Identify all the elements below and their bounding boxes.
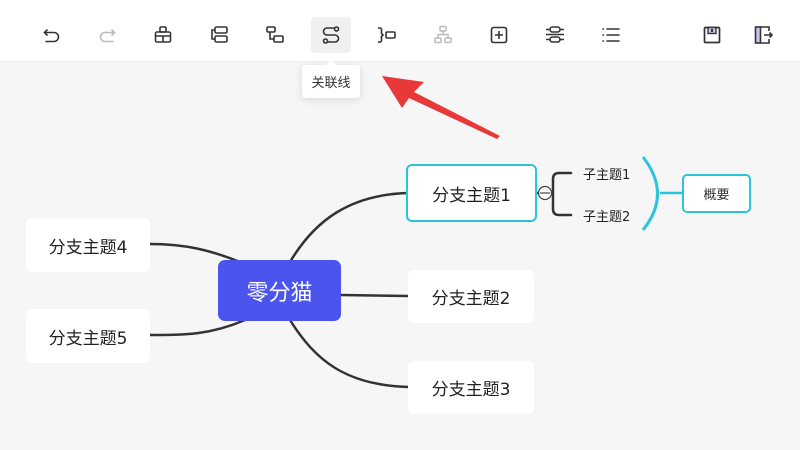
tooltip: 关联线: [302, 60, 360, 98]
branch-topic-2[interactable]: 分支主题2: [408, 270, 534, 323]
exit-button[interactable]: [743, 17, 783, 53]
redo-button[interactable]: [87, 17, 127, 53]
structure-button[interactable]: [423, 17, 463, 53]
insert-icon: [490, 26, 508, 44]
save-icon: [703, 26, 721, 44]
branch-topic-1[interactable]: 分支主题1: [406, 164, 537, 222]
summary-topic[interactable]: 概要: [682, 174, 751, 213]
undo-icon: [43, 29, 60, 43]
undo-button[interactable]: [32, 17, 72, 53]
child-topic-icon: [266, 26, 284, 43]
branch-topic-5[interactable]: 分支主题5: [26, 309, 150, 363]
structure-icon: [434, 25, 452, 44]
parent-topic-icon: [154, 26, 172, 43]
summary-icon: [378, 27, 396, 43]
root-topic[interactable]: 零分猫: [218, 260, 341, 321]
redo-icon: [99, 29, 116, 43]
relation-line-icon: [322, 26, 340, 44]
relation-line-button[interactable]: [311, 17, 351, 53]
align-button[interactable]: [535, 17, 575, 53]
save-button[interactable]: [692, 17, 732, 53]
parent-topic-button[interactable]: [143, 17, 183, 53]
subtopic-2[interactable]: 子主题2: [583, 210, 631, 225]
exit-icon: [754, 26, 774, 44]
outline-button[interactable]: [591, 17, 631, 53]
sibling-topic-button[interactable]: [199, 17, 239, 53]
annotation-arrow: [382, 76, 500, 139]
outline-icon: [602, 28, 620, 42]
sibling-topic-icon: [211, 26, 228, 43]
insert-button[interactable]: [479, 17, 519, 53]
child-topic-button[interactable]: [255, 17, 295, 53]
align-icon: [546, 26, 564, 43]
subtopic-1[interactable]: 子主题1: [583, 168, 631, 183]
branch-topic-3[interactable]: 分支主题3: [408, 361, 534, 414]
toolbar: [0, 0, 800, 62]
branch-topic-4[interactable]: 分支主题4: [26, 218, 150, 272]
summary-button[interactable]: [367, 17, 407, 53]
